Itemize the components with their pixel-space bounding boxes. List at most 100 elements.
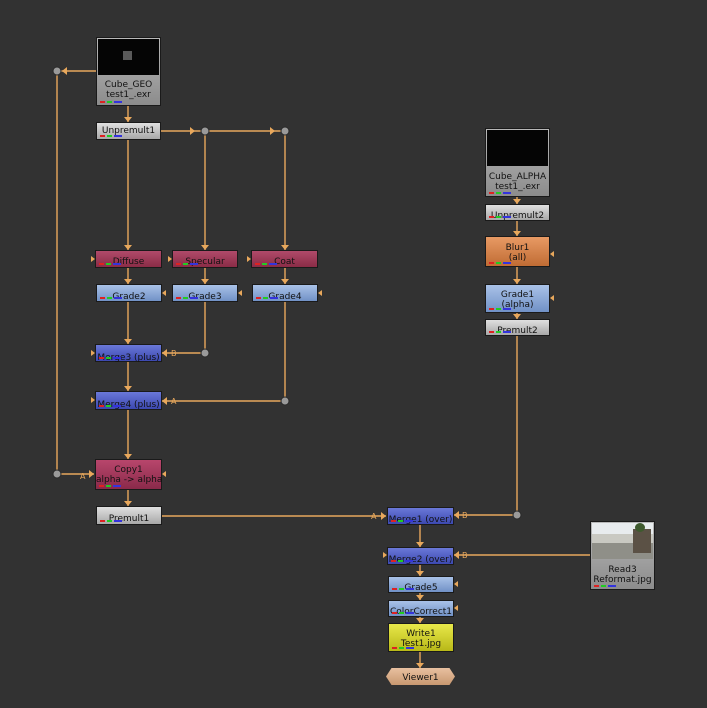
colorcorrect1-label: ColorCorrect1: [389, 607, 453, 617]
channel-indicator-icon: [392, 588, 414, 590]
channel-indicator-icon: [100, 135, 122, 137]
unpremult1-node[interactable]: Unpremult1: [96, 122, 161, 140]
channel-indicator-icon: [391, 520, 413, 522]
grade1-channels: (alpha): [501, 300, 534, 310]
merge2-over-node[interactable]: Merge2 (over): [387, 547, 454, 565]
channel-indicator-icon: [176, 297, 198, 299]
specular-label: Specular: [185, 257, 225, 267]
mask-pin-icon: [383, 552, 387, 558]
input-pin-icon: [168, 256, 172, 262]
cube-geo-read-node[interactable]: Cube_GEO test1_.exr: [96, 37, 161, 106]
cube-geo-file: test1_.exr: [106, 90, 151, 100]
channel-indicator-icon: [100, 101, 122, 103]
blur1-node[interactable]: Blur1 (all): [485, 236, 550, 267]
diffuse-label: Diffuse: [112, 257, 145, 267]
unpremult2-node[interactable]: Unpremult2: [485, 204, 550, 221]
merge1-over-node[interactable]: Merge1 (over): [387, 507, 454, 525]
input-pin-icon: [247, 256, 251, 262]
channel-indicator-icon: [489, 192, 511, 194]
channel-indicator-icon: [489, 262, 511, 264]
channel-indicator-icon: [99, 357, 121, 359]
diffuse-shuffle-node[interactable]: Diffuse: [95, 250, 162, 268]
merge2-b-input-label: B: [462, 551, 468, 560]
merge4-a-input-label: A: [171, 397, 177, 406]
read3-thumbnail: [592, 523, 653, 559]
premult1-label: Premult1: [108, 514, 150, 524]
mask-pin-icon: [318, 290, 322, 296]
merge3-plus-node[interactable]: Merge3 (plus): [95, 344, 162, 363]
merge2-label: Merge2 (over): [388, 555, 453, 565]
colorcorrect1-node[interactable]: ColorCorrect1: [388, 600, 454, 617]
viewer1-label: Viewer1: [402, 673, 439, 683]
mask-pin-icon: [550, 295, 554, 301]
write1-label: Write1: [406, 629, 436, 639]
mask-pin-icon: [550, 251, 554, 257]
specular-shuffle-node[interactable]: Specular: [172, 250, 238, 268]
copy1-channels: alpha -> alpha: [96, 475, 163, 485]
grade3-label: Grade3: [188, 292, 222, 302]
mask-pin-icon: [91, 397, 95, 403]
grade2-node[interactable]: Grade2: [96, 284, 162, 302]
channel-indicator-icon: [489, 216, 511, 218]
channel-indicator-icon: [489, 308, 511, 310]
unpremult2-label: Unpremult2: [490, 211, 545, 221]
write1-file: Test1.jpg: [400, 639, 442, 649]
grade1-label: Grade1: [500, 290, 535, 300]
mask-pin-icon: [454, 605, 458, 611]
mask-pin-icon: [91, 350, 95, 356]
grade3-node[interactable]: Grade3: [172, 284, 238, 302]
channel-indicator-icon: [489, 331, 511, 333]
channel-indicator-icon: [99, 263, 121, 265]
channel-indicator-icon: [392, 612, 414, 614]
tree-thumbnail-icon: [635, 523, 645, 532]
read3-node[interactable]: Read3 Reformat.jpg: [590, 521, 655, 590]
coat-shuffle-node[interactable]: Coat: [251, 250, 318, 268]
grade5-node[interactable]: Grade5: [388, 576, 454, 593]
cube-alpha-read-node[interactable]: Cube_ALPHA test1_.exr: [485, 128, 550, 197]
merge3-b-input-label: B: [171, 349, 177, 358]
merge3-label: Merge3 (plus): [97, 353, 160, 363]
input-pin-icon: [91, 256, 95, 262]
cube-alpha-file: test1_.exr: [495, 182, 540, 192]
grade4-node[interactable]: Grade4: [252, 284, 318, 302]
merge4-plus-node[interactable]: Merge4 (plus): [95, 391, 162, 410]
channel-indicator-icon: [100, 297, 122, 299]
grade1-node[interactable]: Grade1 (alpha): [485, 284, 550, 313]
cube-geo-label: Cube_GEO: [104, 80, 153, 90]
viewer1-node[interactable]: Viewer1: [386, 668, 455, 685]
blur1-channels: (all): [508, 253, 527, 263]
merge1-a-input-label: A: [371, 512, 377, 521]
copy1-node[interactable]: Copy1 alpha -> alpha: [95, 459, 162, 490]
channel-indicator-icon: [100, 520, 122, 522]
grade4-label: Grade4: [268, 292, 302, 302]
coat-label: Coat: [274, 257, 295, 267]
read3-file: Reformat.jpg: [593, 575, 652, 585]
blur1-label: Blur1: [505, 243, 530, 253]
merge1-label: Merge1 (over): [388, 515, 453, 525]
premult2-node[interactable]: Premult2: [485, 319, 550, 336]
read3-label: Read3: [608, 565, 637, 575]
cube-alpha-label: Cube_ALPHA: [488, 172, 547, 182]
grade2-label: Grade2: [112, 292, 146, 302]
grade5-label: Grade5: [404, 583, 438, 593]
channel-indicator-icon: [256, 297, 278, 299]
channel-indicator-icon: [255, 263, 277, 265]
channel-indicator-icon: [392, 647, 414, 649]
merge1-b-input-label: B: [462, 511, 468, 520]
cube-geo-thumbnail: [98, 39, 159, 75]
write1-node[interactable]: Write1 Test1.jpg: [388, 623, 454, 652]
mask-pin-icon: [238, 290, 242, 296]
cube-alpha-thumbnail: [487, 130, 548, 166]
copy1-a-input-label: A: [80, 472, 86, 481]
channel-indicator-icon: [99, 485, 121, 487]
premult1-node[interactable]: Premult1: [96, 506, 162, 525]
channel-indicator-icon: [99, 405, 121, 407]
mask-pin-icon: [162, 290, 166, 296]
channel-indicator-icon: [594, 585, 616, 587]
building-thumbnail-icon: [633, 529, 651, 553]
unpremult1-label: Unpremult1: [101, 126, 156, 136]
channel-indicator-icon: [391, 560, 413, 562]
cube-thumbnail-icon: [123, 51, 132, 60]
mask-pin-icon: [162, 471, 166, 477]
